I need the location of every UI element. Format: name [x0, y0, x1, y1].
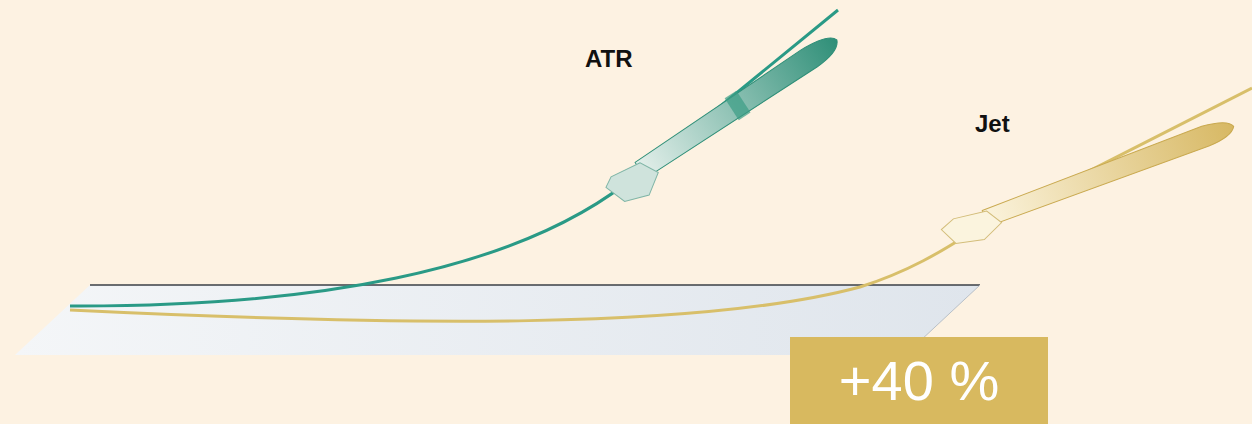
jet-trajectory	[70, 88, 1252, 321]
runway-edge	[90, 284, 980, 286]
atr-aircraft	[601, 30, 853, 213]
atr-trajectory	[70, 10, 838, 306]
aircraft-label: ATR	[585, 45, 633, 73]
aircraft-label: Jet	[975, 110, 1010, 138]
percentage-text: +40 %	[839, 348, 999, 413]
percentage-box: +40 %	[790, 337, 1048, 424]
